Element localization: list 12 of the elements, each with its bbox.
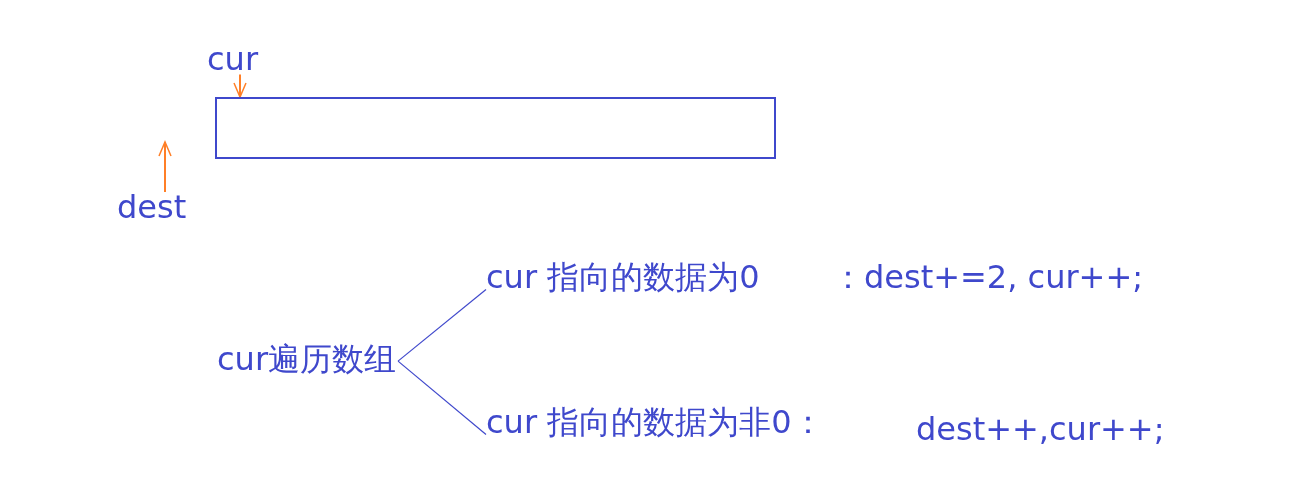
code-note: ：dest+=2, cur++; <box>832 258 1143 297</box>
label-text: cur遍历数组 <box>217 340 397 379</box>
array-box <box>215 97 776 159</box>
label-text: cur 指向的数据为非0： <box>486 403 824 442</box>
arrow <box>233 73 247 99</box>
code-note: dest++,cur++; <box>916 410 1165 449</box>
label-text: dest <box>117 188 187 227</box>
connector-line <box>397 288 487 362</box>
connector-line <box>397 360 487 436</box>
arrow <box>158 140 172 193</box>
label-text: cur 指向的数据为0 <box>486 258 760 297</box>
label-text: cur <box>207 40 259 79</box>
